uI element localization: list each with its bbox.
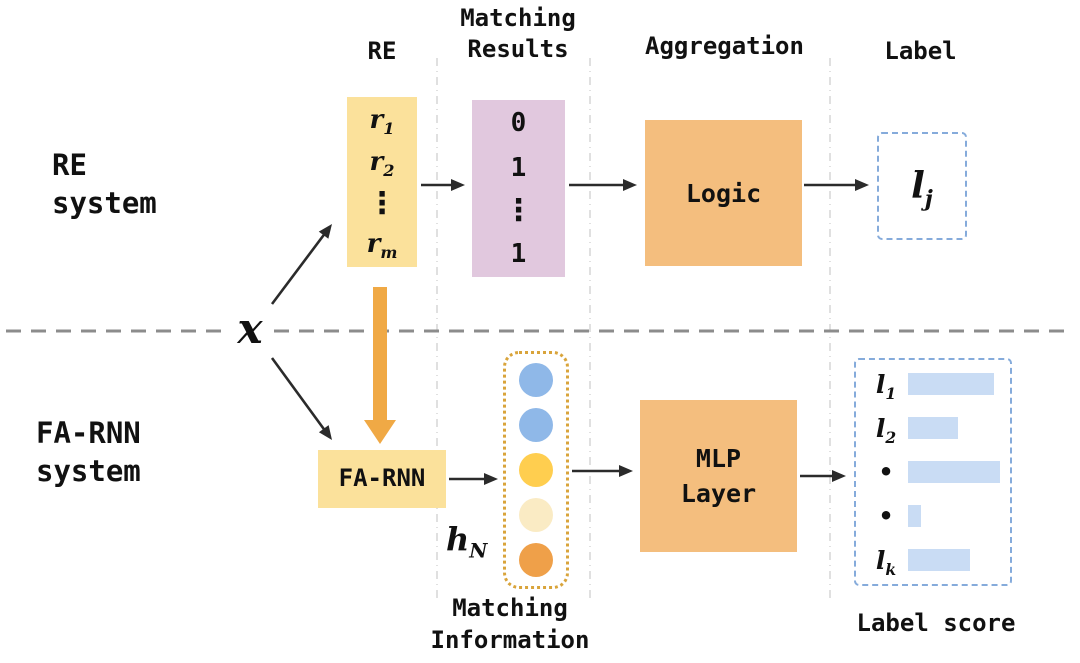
rule-r1: r1 — [369, 105, 395, 139]
label-score-caption-text: Label score — [856, 609, 1016, 637]
matching-info-caption: Matching Information — [415, 592, 605, 657]
label-text: Label — [884, 37, 957, 65]
label-score-box: l1 l2 • • lk — [854, 358, 1012, 586]
score-row-l1: l1 — [864, 369, 1002, 403]
score-ellipsis-dot-2: • — [878, 502, 894, 530]
aggregation-text: Aggregation — [645, 32, 804, 60]
matching-results-line2: Results — [467, 35, 569, 64]
thick-arrow-rules-to-fa-rnn — [364, 287, 396, 444]
matching-info-caption-line2: Information — [430, 626, 590, 655]
fa-rnn-system-line1: FA-RNN — [36, 416, 141, 450]
score-row-dot2: • — [864, 501, 1002, 531]
matching-info-box — [503, 351, 569, 589]
matching-info-circle-2 — [519, 408, 553, 442]
score-bar-l1 — [908, 373, 994, 395]
mlp-line2: Layer — [680, 479, 757, 508]
fa-rnn-system-label: FA-RNN system — [36, 415, 141, 490]
logic-box: Logic — [645, 120, 802, 266]
score-ellipsis-dot-1: • — [878, 458, 894, 486]
arrow-logic-to-label — [804, 179, 869, 191]
arrow-rules-to-results — [421, 179, 465, 191]
score-bar-lk — [908, 549, 970, 571]
column-header-matching-results: Matching Results — [443, 3, 593, 65]
fa-rnn-label: FA-RNN — [338, 464, 426, 493]
re-system-line1: RE — [52, 148, 87, 182]
fa-rnn-box: FA-RNN — [318, 450, 446, 508]
mlp-layer-label: MLP Layer — [681, 441, 756, 511]
arrow-results-to-logic — [569, 179, 637, 191]
matching-info-caption-line1: Matching — [452, 594, 568, 622]
result-value-1: 0 — [510, 108, 527, 138]
matching-info-circle-1 — [519, 363, 553, 397]
arrow-matching-info-to-mlp — [572, 465, 633, 477]
column-header-aggregation: Aggregation — [632, 31, 817, 62]
fa-rnn-system-line2: system — [36, 453, 141, 488]
arrow-mlp-to-label-score — [800, 470, 846, 482]
score-label-l1: l1 — [875, 369, 897, 403]
arrow-x-to-fa-rnn — [270, 357, 332, 440]
column-header-re: RE — [332, 36, 432, 67]
score-label-lk: lk — [875, 545, 897, 579]
input-symbol-text: x — [237, 303, 263, 353]
logic-label: Logic — [685, 178, 762, 208]
results-ellipsis: ⋮ — [503, 193, 534, 229]
column-header-re-text: RE — [367, 37, 397, 65]
re-rules-box: r1 r2 ⋮ rm — [347, 97, 417, 267]
result-value-2: 1 — [510, 152, 527, 183]
arrow-fa-rnn-to-matching-info — [449, 473, 498, 485]
re-output-lj: lj — [911, 165, 933, 213]
matching-info-circle-3 — [519, 453, 553, 487]
rule-r2: r2 — [369, 147, 395, 181]
score-row-l2: l2 — [864, 413, 1002, 447]
re-output-box: lj — [877, 132, 967, 240]
mlp-layer-box: MLP Layer — [640, 400, 797, 552]
matching-info-circle-4 — [519, 498, 553, 532]
score-row-lk: lk — [864, 545, 1002, 579]
score-row-dot1: • — [864, 457, 1002, 487]
mlp-line1: MLP — [695, 444, 742, 473]
hidden-state-hn: hN — [446, 520, 488, 563]
re-system-line2: system — [52, 185, 157, 220]
rules-ellipsis: ⋮ — [367, 185, 397, 221]
re-system-label: RE system — [52, 147, 157, 222]
score-bar-4 — [908, 505, 921, 527]
input-symbol-x: x — [226, 296, 274, 360]
score-bar-l2 — [908, 417, 958, 439]
rule-rm: rm — [366, 228, 398, 263]
score-label-l2: l2 — [875, 413, 897, 447]
matching-info-circle-5 — [519, 543, 553, 577]
column-header-label: Label — [868, 36, 973, 67]
arrow-x-to-re-rules — [270, 224, 332, 305]
score-bar-3 — [908, 461, 1000, 483]
matching-results-box: 0 1 ⋮ 1 — [472, 100, 565, 277]
result-value-3: 1 — [510, 238, 527, 269]
label-score-caption: Label score — [846, 607, 1026, 639]
matching-results-line1: Matching — [460, 4, 576, 32]
